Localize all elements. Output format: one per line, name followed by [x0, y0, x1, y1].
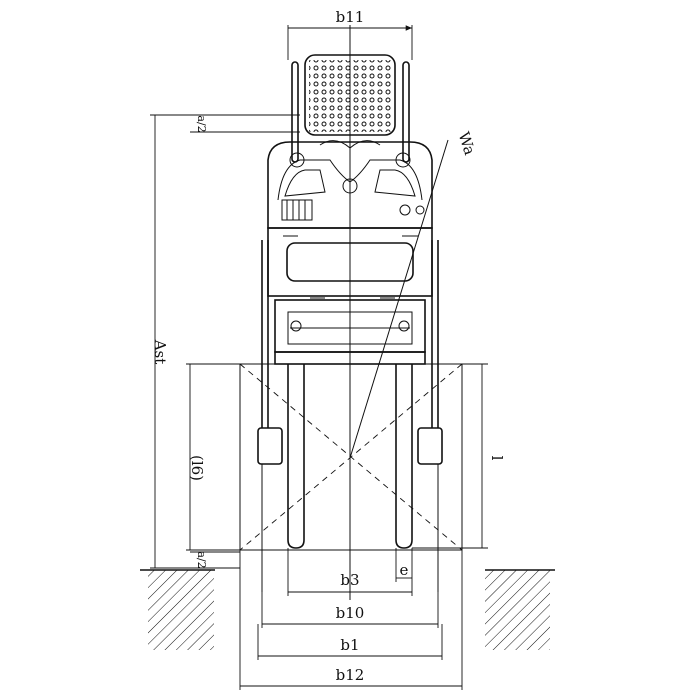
label-b11: b11 — [336, 8, 365, 26]
dimension-wa: Wa — [455, 130, 479, 158]
forks — [287, 364, 413, 549]
label-b1: b1 — [340, 636, 359, 654]
label-b10: b10 — [336, 604, 365, 622]
label-e: e — [400, 561, 409, 579]
label-b3: b3 — [340, 571, 359, 589]
load-pallet-outline — [239, 363, 463, 551]
dimension-a2-bottom: a/2 — [190, 551, 240, 569]
load-wheels — [261, 464, 439, 592]
turning-radius-line — [349, 139, 449, 459]
label-a2-bottom: a/2 — [195, 551, 208, 568]
label-l6: (l6) — [188, 455, 206, 481]
dimension-l: l — [412, 363, 506, 549]
ground-right — [485, 569, 555, 650]
ground-left — [140, 569, 215, 650]
dimension-ast: Ast — [150, 114, 300, 569]
label-b12: b12 — [336, 666, 365, 684]
dimension-b10: b10 — [261, 592, 439, 628]
label-l: l — [488, 456, 506, 461]
dimension-a2-top: a/2 — [190, 115, 300, 133]
dimension-b3: b3 — [287, 548, 413, 596]
dimension-b1: b1 — [257, 624, 443, 660]
label-ast: Ast — [151, 339, 169, 365]
dimension-b11: b11 — [287, 8, 413, 60]
control-panel — [267, 140, 433, 229]
wheels — [257, 427, 443, 465]
dimension-b12: b12 — [239, 550, 463, 690]
label-wa: Wa — [455, 130, 479, 158]
dimension-e: e — [395, 548, 412, 582]
label-a2-top: a/2 — [195, 115, 208, 132]
dimension-l6: (l6) — [186, 363, 240, 551]
